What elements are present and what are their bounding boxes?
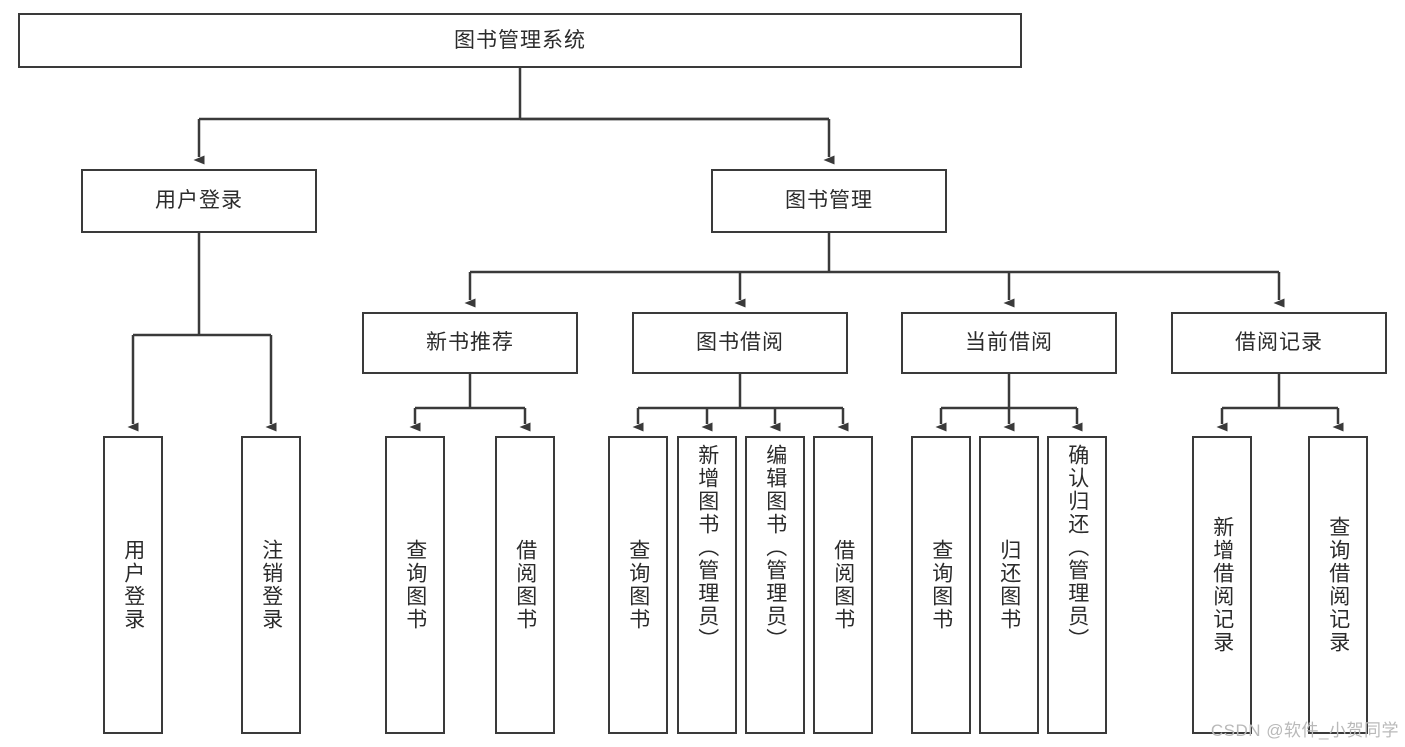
node-leaf-logout[interactable]: 注销登录	[241, 436, 301, 734]
node-user-login-label: 用户登录	[155, 189, 243, 213]
node-leaf-query-borrow-record-label: 查询借阅记录	[1326, 516, 1350, 654]
node-leaf-query-book-new-label: 查询图书	[403, 539, 427, 631]
node-user-login[interactable]: 用户登录	[81, 169, 317, 233]
node-book-borrow[interactable]: 图书借阅	[632, 312, 848, 374]
node-current-borrow-label: 当前借阅	[965, 331, 1053, 355]
watermark-text: CSDN @软件_小贺同学	[1210, 721, 1399, 740]
node-leaf-logout-label: 注销登录	[259, 539, 283, 631]
node-leaf-add-borrow-record-label: 新增借阅记录	[1210, 516, 1234, 654]
node-borrow-record[interactable]: 借阅记录	[1171, 312, 1387, 374]
node-new-book-recommend-label: 新书推荐	[426, 331, 514, 355]
node-leaf-borrow-book-new-label: 借阅图书	[513, 539, 537, 631]
node-leaf-edit-book[interactable]: 编辑图书（管理员）	[745, 436, 805, 734]
node-leaf-borrow-book-label: 借阅图书	[831, 539, 855, 631]
node-leaf-confirm-return[interactable]: 确认归还（管理员）	[1047, 436, 1107, 734]
node-leaf-add-book-label: 新增图书（管理员）	[695, 444, 719, 651]
node-leaf-user-login-label: 用户登录	[121, 539, 145, 631]
node-book-manage-label: 图书管理	[785, 189, 873, 213]
node-leaf-add-book[interactable]: 新增图书（管理员）	[677, 436, 737, 734]
node-borrow-record-label: 借阅记录	[1235, 331, 1323, 355]
node-leaf-borrow-book[interactable]: 借阅图书	[813, 436, 873, 734]
node-leaf-query-book-borrow-label: 查询图书	[626, 539, 650, 631]
node-leaf-return-book[interactable]: 归还图书	[979, 436, 1039, 734]
node-book-manage[interactable]: 图书管理	[711, 169, 947, 233]
node-leaf-edit-book-label: 编辑图书（管理员）	[763, 444, 787, 651]
node-leaf-borrow-book-new[interactable]: 借阅图书	[495, 436, 555, 734]
node-leaf-query-book-current-label: 查询图书	[929, 539, 953, 631]
node-root-label: 图书管理系统	[454, 28, 586, 52]
node-new-book-recommend[interactable]: 新书推荐	[362, 312, 578, 374]
node-leaf-query-book-current[interactable]: 查询图书	[911, 436, 971, 734]
node-leaf-return-book-label: 归还图书	[997, 539, 1021, 631]
node-leaf-user-login[interactable]: 用户登录	[103, 436, 163, 734]
node-leaf-add-borrow-record[interactable]: 新增借阅记录	[1192, 436, 1252, 734]
node-current-borrow[interactable]: 当前借阅	[901, 312, 1117, 374]
node-leaf-query-book-borrow[interactable]: 查询图书	[608, 436, 668, 734]
node-leaf-query-borrow-record[interactable]: 查询借阅记录	[1308, 436, 1368, 734]
node-book-borrow-label: 图书借阅	[696, 331, 784, 355]
node-leaf-confirm-return-label: 确认归还（管理员）	[1065, 444, 1089, 651]
node-root[interactable]: 图书管理系统	[18, 13, 1022, 68]
node-leaf-query-book-new[interactable]: 查询图书	[385, 436, 445, 734]
